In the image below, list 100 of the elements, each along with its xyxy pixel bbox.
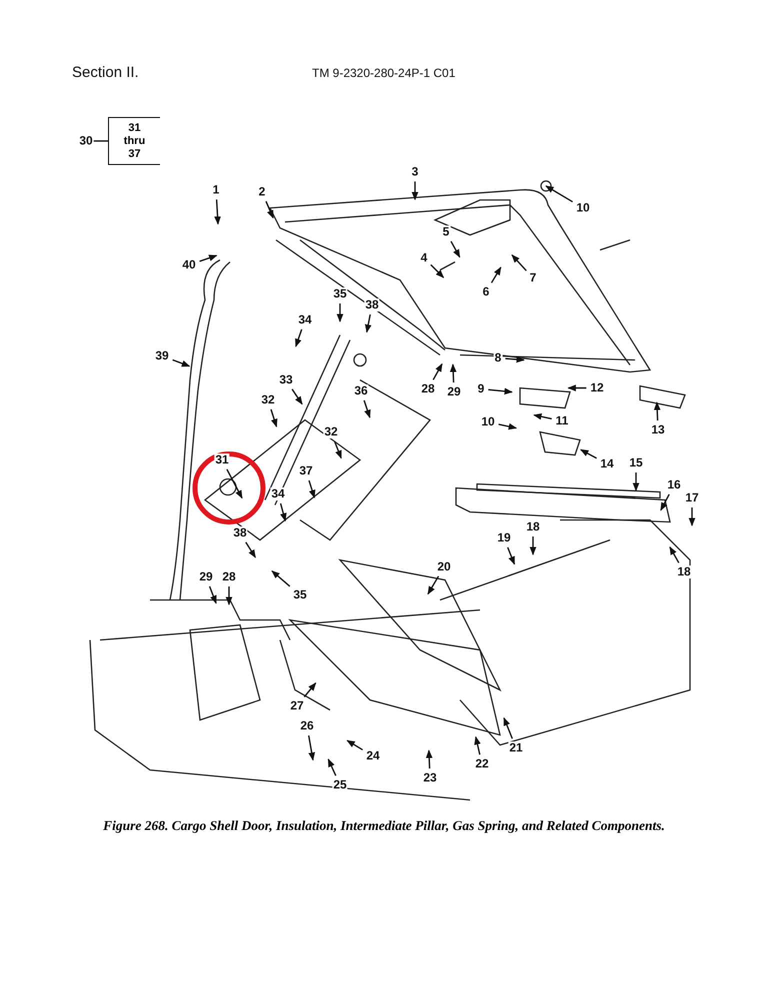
leader-line (488, 388, 513, 395)
figure-caption: Figure 268. Cargo Shell Door, Insulation, Intermediate Pillar, Gas Spring, and Related Components. (102, 818, 666, 834)
callout-number: 5 (442, 226, 450, 238)
callout-number: 15 (628, 456, 644, 470)
callout-number: 34 (297, 314, 313, 326)
callout-number: 18 (676, 566, 692, 578)
leader-line (507, 547, 516, 565)
leader-line (660, 494, 670, 511)
callout-number: 2 (258, 186, 266, 198)
callout-number: 24 (365, 750, 381, 762)
callout-number: 6 (482, 286, 490, 298)
callout-number: 34 (270, 488, 286, 500)
callout-number: 30 (78, 134, 94, 148)
callout-number: 3 (410, 166, 420, 178)
leader-line (308, 480, 316, 498)
callout-number: 28 (420, 382, 436, 396)
callout-number: 14 (599, 458, 615, 470)
leader-line (632, 472, 640, 492)
callout-number: 32 (323, 426, 339, 438)
callout-number: 27 (289, 700, 305, 712)
leader-line (654, 402, 661, 421)
leader-line (336, 304, 344, 322)
callout-number: 35 (292, 588, 308, 602)
leader-line (474, 736, 481, 755)
callout-number: 25 (332, 778, 348, 792)
document-number: TM 9-2320-280-24P-1 C01 (312, 66, 456, 80)
callout-number: 17 (684, 492, 700, 504)
leader-line (295, 329, 302, 348)
callout-number: 38 (364, 298, 380, 312)
connector-line (94, 140, 108, 142)
kit-bracket: 31 thru 37 (108, 117, 160, 165)
leader-line (270, 409, 278, 428)
callout-number: 4 (420, 252, 428, 264)
leader-line (511, 254, 527, 272)
leader-line (545, 185, 573, 202)
callout-number: 28 (221, 570, 237, 584)
leader-line (430, 264, 444, 278)
callout-number: 32 (260, 394, 276, 406)
leader-line (226, 586, 232, 606)
leader-line (304, 682, 316, 698)
leader-line (172, 359, 190, 367)
callout-number: 33 (278, 374, 294, 386)
callout-number: 20 (436, 560, 452, 574)
callout-number: 11 (554, 414, 570, 428)
leader-line (498, 423, 518, 430)
callout-number: 8 (494, 352, 502, 364)
callout-number: 35 (332, 288, 348, 300)
leader-line (271, 570, 290, 587)
callout-number: 36 (353, 384, 369, 398)
leader-line (432, 363, 443, 380)
leader-line (199, 254, 218, 262)
callout-number: 1 (212, 184, 220, 196)
callout-number: 26 (299, 720, 315, 732)
leader-line (265, 201, 274, 219)
callout-number: 7 (528, 272, 538, 284)
callout-number: 40 (181, 258, 197, 272)
callout-number: 29 (198, 570, 214, 584)
callout-number: 22 (474, 758, 490, 770)
callout-number: 16 (666, 478, 682, 492)
leader-line (363, 400, 371, 418)
callout-number: 37 (298, 464, 314, 478)
leader-line (580, 449, 597, 459)
leader-line (308, 735, 315, 761)
leader-line (245, 542, 256, 558)
leader-line (226, 468, 243, 499)
leader-line (450, 364, 457, 383)
leader-line (427, 576, 440, 595)
leader-line (503, 717, 513, 739)
leader-line (567, 384, 586, 392)
callout-number: 38 (232, 526, 248, 540)
callout-number: 39 (154, 350, 170, 362)
leader-line (490, 266, 502, 284)
callout-number: 13 (650, 424, 666, 436)
leader-line (328, 758, 336, 776)
callout-number: 10 (575, 202, 591, 214)
leader-line (688, 508, 696, 526)
leader-line (334, 441, 342, 459)
leader-line (214, 199, 221, 225)
callout-number: 10 (480, 416, 496, 428)
leader-line (505, 356, 525, 363)
callout-number: 18 (525, 520, 541, 534)
leader-line (280, 503, 287, 522)
leader-line (208, 586, 217, 604)
callout-number: 9 (476, 382, 486, 396)
callout-number: 12 (589, 382, 605, 394)
leader-line (412, 182, 418, 200)
leader-line (364, 314, 372, 333)
callout-number: 19 (496, 532, 512, 544)
leader-line (530, 536, 536, 556)
leader-line (669, 546, 680, 564)
leader-line (292, 388, 303, 405)
leader-line (450, 240, 460, 258)
leader-line (346, 740, 363, 750)
callout-number: 21 (508, 742, 524, 754)
leader-line (426, 750, 433, 769)
leader-line (533, 413, 552, 420)
callout-number: 23 (422, 772, 438, 784)
section-heading: Section II. (72, 64, 139, 81)
callout-number: 31 (214, 454, 230, 466)
callout-number: 29 (446, 386, 462, 398)
